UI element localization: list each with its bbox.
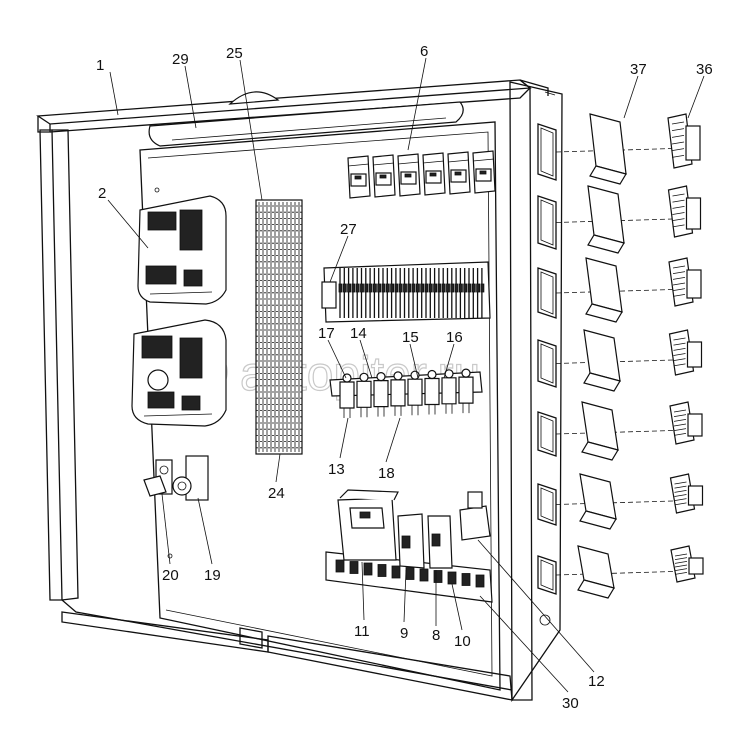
leader-lines	[107, 57, 705, 693]
callout-36: 36	[696, 61, 713, 78]
callout-16: 16	[446, 329, 463, 346]
callout-9: 9	[400, 625, 408, 642]
callout-1: 1	[96, 57, 104, 74]
din-rail-27	[321, 261, 491, 323]
cabinet-body	[36, 79, 563, 703]
control-module-2b	[131, 319, 227, 427]
relay-11	[337, 489, 399, 561]
callout-20: 20	[162, 567, 179, 584]
switch-19	[172, 455, 209, 501]
callout-labels: 1 29 25 6 37 36 2 27 17 14 15 16 13 18 2…	[96, 43, 713, 712]
callout-15: 15	[402, 329, 419, 346]
switch-20	[143, 459, 173, 497]
relay-8	[427, 515, 453, 569]
callout-30: 30	[562, 695, 579, 712]
control-module-2	[137, 195, 227, 305]
callout-37: 37	[630, 61, 647, 78]
relay-9	[397, 513, 425, 569]
top-lamp-29	[148, 91, 464, 147]
callout-24: 24	[268, 485, 285, 502]
callout-25: 25	[226, 45, 243, 62]
callout-14: 14	[350, 325, 367, 342]
callout-8: 8	[432, 627, 440, 644]
callout-19: 19	[204, 567, 221, 584]
relay-12	[459, 491, 491, 541]
callout-17: 17	[318, 325, 335, 342]
side-connectors	[537, 113, 704, 599]
callout-27: 27	[340, 221, 357, 238]
terminal-strip-24-25	[255, 199, 303, 455]
callout-2: 2	[98, 185, 106, 202]
callout-11: 11	[354, 623, 370, 640]
fuse-holders-6	[347, 150, 496, 199]
callout-13: 13	[328, 461, 345, 478]
callout-10: 10	[454, 633, 471, 650]
callout-12: 12	[588, 673, 605, 690]
callout-29: 29	[172, 51, 189, 68]
callout-18: 18	[378, 465, 395, 482]
callout-6: 6	[420, 43, 428, 60]
